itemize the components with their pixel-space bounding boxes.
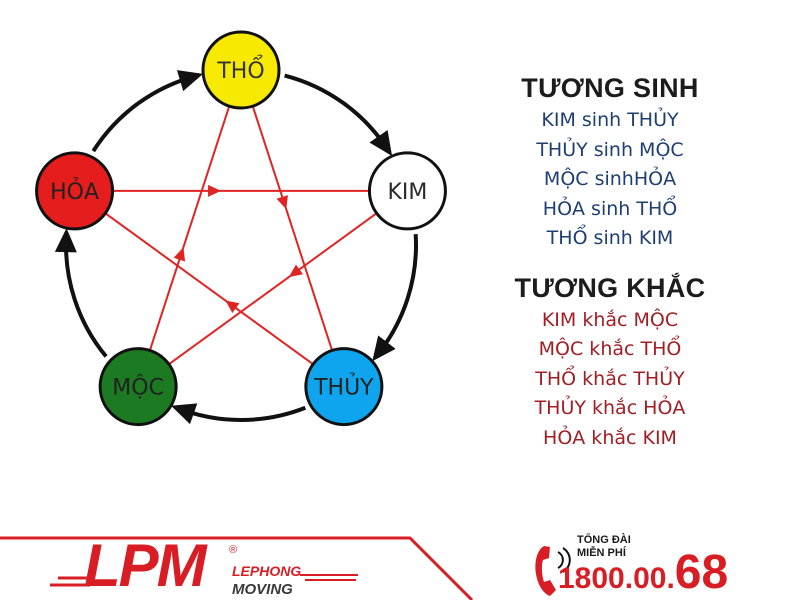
- star-line-thuy-to-hoa: [73, 190, 345, 388]
- tuong-khac-list: KIM khắc MỘC MỘC khắc THỔ THỔ khắc THỦY …: [500, 306, 720, 454]
- hotline-label-line-2: MIỄN PHÍ: [577, 547, 626, 559]
- lpm-logo: LPM: [84, 532, 207, 599]
- generating-cycle: [54, 70, 418, 425]
- cycle-arrowhead-thuy: [372, 335, 396, 362]
- logo-speed-lines: [50, 574, 358, 587]
- tuong-sinh-heading: TƯƠNG SINH: [521, 73, 699, 103]
- tuong-sinh-item: THỔ sinh KIM: [546, 227, 674, 249]
- node-hoa-circle: [35, 151, 115, 231]
- node-kim-label: KIM: [387, 180, 427, 205]
- star-line-moc-to-tho: [137, 69, 242, 387]
- company-name: LEPHONG: [232, 563, 302, 579]
- overcoming-star: [73, 69, 409, 388]
- cycle-arrow-moc-to-hoa: [64, 234, 108, 358]
- tuong-khac-item: THỔ khắc THỦY: [535, 367, 685, 390]
- node-hoa-label: HỎA: [50, 177, 99, 205]
- cycle-arrowhead-tho: [176, 70, 204, 92]
- tuong-khac-item: MỘC khắc THỔ: [538, 338, 682, 360]
- tuong-khac-item: HỎA khắc KIM: [543, 426, 677, 449]
- five-elements-diagram: THỔ KIM THỦY MỘC HỎA: [35, 30, 447, 427]
- registered-mark: ®: [229, 544, 238, 556]
- hotline-label-line-1: TỔNG ĐÀI: [577, 534, 631, 546]
- tuong-sinh-list: KIM sinh THỦY THỦY sinh MỘC MỘC sinhHỎA …: [500, 106, 720, 254]
- hotline-number[interactable]: 1800.00.68: [558, 545, 728, 600]
- tuong-khac-item: THỦY khắc HỎA: [534, 397, 686, 419]
- node-kim-circle: [367, 151, 447, 231]
- star-line-kim-to-moc: [137, 190, 409, 388]
- cycle-arrow-thuy-to-moc: [175, 405, 307, 422]
- cycle-arrow-kim-to-thuy: [374, 234, 418, 358]
- tuong-sinh-item: HỎA sinh THỔ: [542, 197, 678, 220]
- tuong-sinh-item: THỦY sinh MỘC: [536, 138, 684, 161]
- node-moc-label: MỘC: [112, 375, 164, 401]
- footer-divider-line: [0, 536, 474, 600]
- element-nodes: THỔ KIM THỦY MỘC HỎA: [35, 30, 447, 427]
- hotline-number-suffix: 68: [674, 546, 729, 599]
- tuong-khac-item: KIM khắc MỘC: [541, 308, 679, 331]
- relations-panel: TƯƠNG SINH KIM sinh THỦY THỦY sinh MỘC M…: [500, 72, 720, 453]
- star-line-tho-to-thuy: [240, 69, 345, 387]
- node-moc-circle: [98, 347, 178, 427]
- tuong-sinh-item: MỘC sinhHỎA: [543, 168, 677, 190]
- star-arrowhead-kim-to-moc: [288, 264, 303, 278]
- cycle-arrowhead-hoa: [54, 228, 77, 253]
- hotline-label: TỔNG ĐÀI MIỄN PHÍ: [577, 534, 667, 560]
- footer-band: [0, 536, 571, 600]
- star-arrowhead-hoa-to-kim: [208, 184, 222, 197]
- node-thuy-label: THỦY: [313, 373, 374, 401]
- star-arrowhead-moc-to-tho: [173, 247, 186, 262]
- node-thuy-circle: [304, 347, 384, 427]
- tuong-khac-heading: TƯƠNG KHẮC: [514, 272, 706, 303]
- star-arrowhead-thuy-to-hoa: [225, 300, 240, 313]
- cycle-arrowhead-kim: [369, 130, 393, 157]
- hotline-number-main: 1800.00.: [558, 562, 675, 595]
- node-tho-circle: [201, 30, 281, 110]
- phone-icon: [535, 546, 571, 596]
- cycle-arrow-hoa-to-tho: [91, 73, 198, 153]
- company-subtitle: MOVING: [232, 581, 293, 598]
- cycle-arrowhead-moc: [171, 403, 198, 425]
- cycle-arrow-tho-to-kim: [284, 73, 391, 153]
- node-tho-label: THỔ: [216, 55, 264, 84]
- tuong-sinh-item: KIM sinh THỦY: [541, 109, 679, 131]
- star-arrowhead-tho-to-thuy: [276, 195, 288, 210]
